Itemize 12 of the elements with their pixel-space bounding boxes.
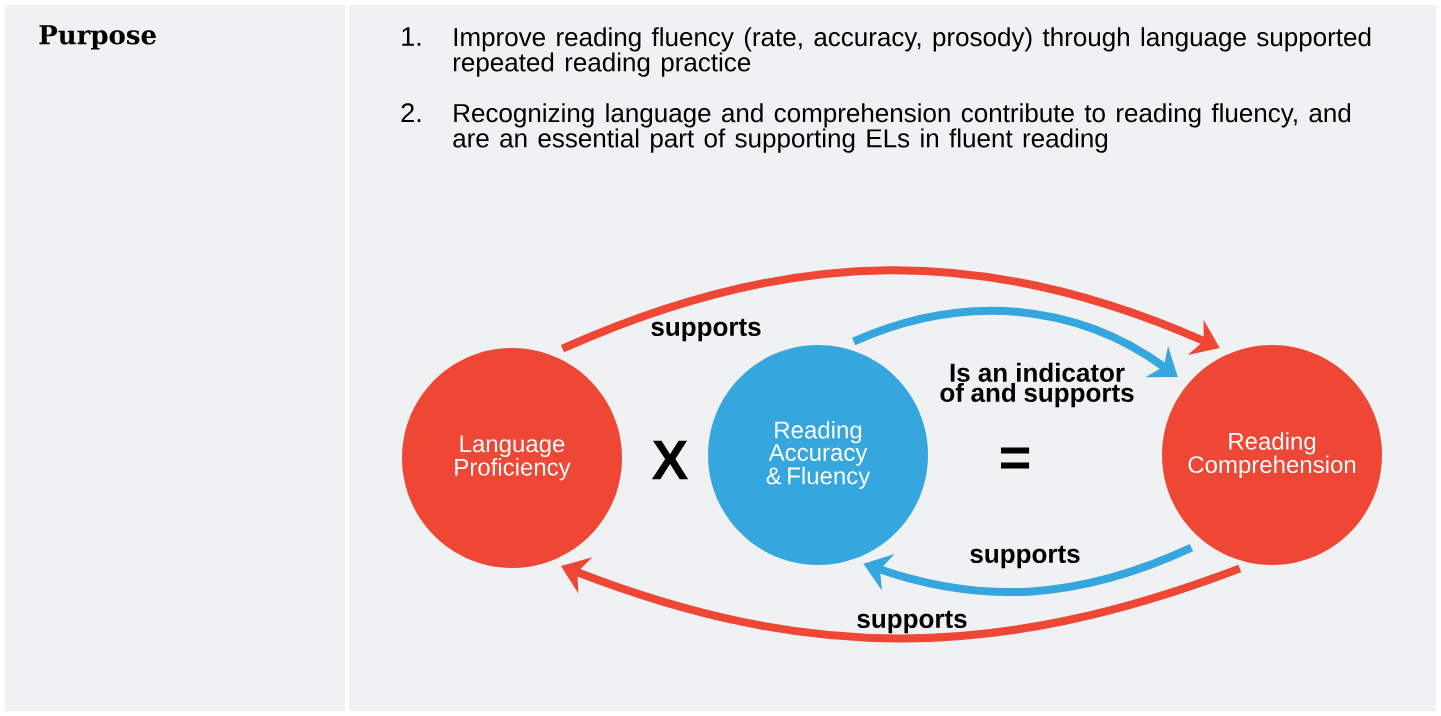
list-number: 2. [401,103,421,123]
list-item: Recognizing language and comprehension contribute to reading fluency, and are an essential part of supporting ELs in fluent reading [453,103,1351,153]
arrow [852,306,1178,378]
heading: Purpose [39,25,156,50]
list-number: 1. [402,27,421,46]
edge-label: supports [651,318,761,342]
edge-label: supports [970,545,1080,569]
edge-label: supports [857,610,967,634]
operator-sign: = [1001,447,1030,469]
list-item: Improve reading fluency (rate, accuracy, prosody) through language supported repeated reading practice [453,27,1371,77]
edge-label: Is an indicator of and supports [940,362,1134,408]
operator-sign: X [651,440,689,480]
